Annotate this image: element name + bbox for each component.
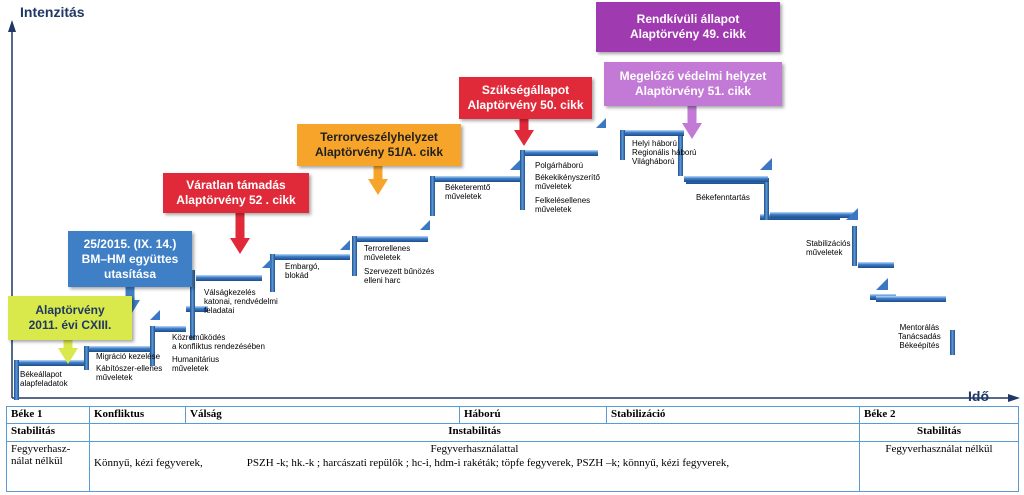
y-axis-arrowhead — [8, 20, 16, 32]
label-bekekikenyszerito: Békekikényszerítő műveletek — [535, 173, 600, 191]
label-embargo: Embargó, blokád — [285, 262, 320, 280]
stability-right: Stabilitás — [859, 423, 1019, 442]
step-riser — [950, 330, 955, 355]
instability: Instabilitás — [89, 423, 860, 442]
label-bekefenntartas: Békefenntartás — [696, 193, 750, 202]
step-cap — [262, 258, 272, 268]
box-alaptorveny: Alaptörvény 2011. évi CXIII. — [8, 296, 132, 340]
box-szuksegallapot: Szükségállapot Alaptörvény 50. cikk — [459, 77, 592, 119]
step-cap — [420, 220, 430, 230]
step-riser — [190, 270, 195, 340]
label-szervezett-bunozes: Szervezett bűnözés elleni harc — [364, 267, 435, 285]
stability-left: Stabilitás — [6, 423, 90, 442]
weapons-row: Fegyverhasz- nálat nélkül Fegyverhasznál… — [6, 440, 1019, 493]
step-tread — [858, 262, 894, 268]
diagram-graphics — [8, 20, 1020, 402]
phase-row: Béke 1 Konfliktus Válság Háború Stabiliz… — [6, 405, 1019, 425]
arrow-szukseg — [514, 118, 534, 146]
arrow-varatlan — [230, 212, 250, 254]
step-cap — [596, 118, 606, 128]
step-tread — [626, 130, 684, 136]
step-riser — [270, 254, 275, 292]
step-cap — [760, 158, 772, 170]
weapons-right: Fegyverhasználat nélkül — [859, 440, 1019, 493]
box-terrorveszely: Terrorveszélyhelyzet Alaptörvény 51/A. c… — [297, 124, 461, 166]
step-tread — [684, 176, 768, 182]
step-tread — [876, 296, 946, 302]
arrow-terror — [368, 165, 388, 195]
step-cap — [510, 160, 520, 170]
step-cap — [150, 310, 160, 320]
step-riser — [852, 226, 857, 266]
label-stabilizacios: Stabilizációs műveletek — [806, 239, 851, 257]
label-bekeallapot: Békeállapot alapfeladatok — [20, 370, 68, 388]
step-riser — [84, 346, 89, 370]
weapons-mid-title: Fegyverhasználattal — [430, 442, 519, 455]
label-felkelesellenes: Felkelésellenes műveletek — [535, 196, 591, 214]
phase-konfliktus: Konfliktus — [89, 405, 186, 425]
step-tread — [270, 254, 350, 260]
step-cap — [340, 240, 350, 250]
step-riser — [678, 130, 683, 176]
y-axis-label: Intenzitás — [20, 4, 85, 20]
step-tread — [770, 212, 856, 218]
step-riser — [520, 150, 525, 210]
phase-stabilizacio: Stabilizáció — [606, 405, 860, 425]
step-tread — [520, 150, 598, 156]
phase-table: Béke 1 Konfliktus Válság Háború Stabiliz… — [6, 405, 1019, 493]
step-riser — [14, 360, 19, 400]
step-riser — [620, 130, 625, 160]
step-riser — [150, 326, 155, 366]
step-cap — [876, 278, 888, 290]
weapons-left: Fegyverhasz- nálat nélkül — [6, 440, 90, 493]
label-haboruk: Helyi háború Regionális háború Világhábo… — [632, 139, 697, 166]
step-riser — [430, 176, 435, 216]
label-polgarhaboru: Polgárháború — [535, 161, 584, 170]
label-migracio: Migráció kezelése — [96, 352, 161, 361]
x-axis-label: Idő — [968, 388, 989, 404]
step-tread — [186, 306, 208, 312]
phase-haboru: Háború — [459, 405, 607, 425]
step-tread — [84, 346, 154, 352]
weapons-mid: Fegyverhasználattal Könnyű, kézi fegyver… — [89, 440, 860, 493]
intensity-diagram: Intenzitás Idő Alaptörvény 2011. évi CXI… — [8, 2, 1020, 404]
step-riser — [764, 178, 769, 220]
phase-beke2: Béke 2 — [859, 405, 1019, 425]
phase-beke1: Béke 1 — [6, 405, 90, 425]
weapons-mid-a: Könnyű, kézi fegyverek, — [94, 456, 203, 469]
step-tread — [150, 326, 186, 332]
stability-row: Stabilitás Instabilitás Stabilitás — [6, 423, 1019, 442]
label-kabitoszer: Kábítószer-ellenes műveletek — [96, 364, 163, 382]
phase-valsag: Válság — [185, 405, 460, 425]
step-tread — [430, 176, 520, 182]
step-riser — [352, 236, 357, 276]
weapons-mid-b: PSZH -k; hk.-k ; harcászati repülők ; hc… — [246, 456, 730, 469]
step-cap — [846, 208, 858, 220]
x-axis-arrowhead — [1008, 394, 1020, 402]
label-valsagkezeles: Válságkezelés katonai, rendvédelmi felad… — [204, 288, 278, 315]
step-tread — [14, 360, 84, 366]
box-bm-hm-utasitas: 25/2015. (IX. 14.) BM–HM együttes utasít… — [68, 231, 192, 287]
arrow-megelozo — [682, 105, 702, 139]
label-terrorellenes: Terrorellenes műveletek — [364, 244, 411, 262]
arrow-alaptorveny — [58, 338, 78, 364]
label-humanitarius: Humanitárius műveletek — [172, 355, 220, 373]
step-tread — [352, 236, 428, 242]
box-rendkivuli-allapot: Rendkívüli állapot Alaptörvény 49. cikk — [596, 2, 780, 52]
box-varatlan-tamadas: Váratlan támadás Alaptörvény 52 . cikk — [163, 173, 309, 213]
label-kozremukodes: Közreműködés a konfliktus rendezésében — [172, 333, 265, 351]
label-mentoralas: Mentorálás Tanácsadás Békeépítés — [898, 323, 941, 350]
label-beketeremto: Béketeremtő műveletek — [445, 183, 491, 201]
box-megelozo-vedelmi: Megelőző védelmi helyzet Alaptörvény 51.… — [604, 62, 782, 106]
step-tread — [196, 275, 262, 281]
